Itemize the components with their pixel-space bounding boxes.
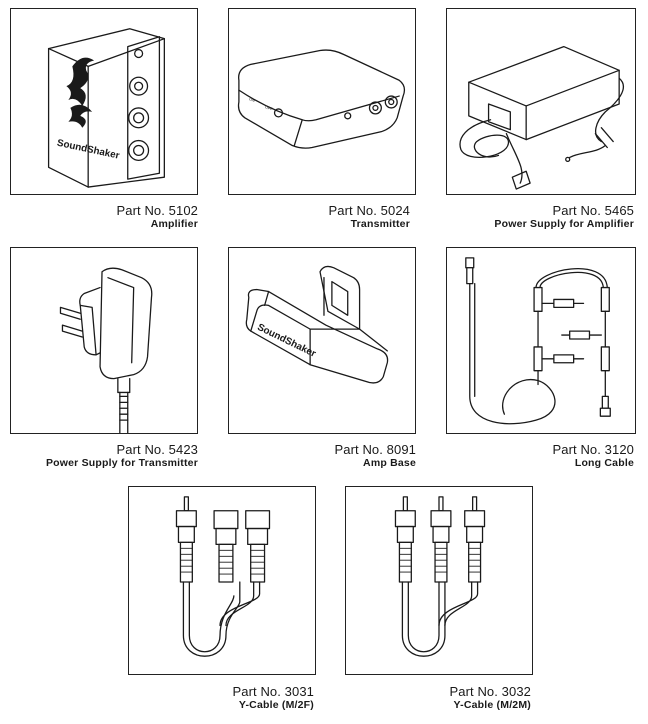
caption-5423: Part No. 5423 Power Supply for Transmitt… [10, 442, 198, 470]
caption-3032: Part No. 3032 Y-Cable (M/2M) [345, 684, 531, 712]
amp-base-illustration-frame: SoundShaker [228, 247, 416, 434]
y-cable-m2f-illustration-frame [128, 486, 316, 675]
transmitter-illustration-frame: ON OFF [228, 8, 416, 195]
caption-8091: Part No. 8091 Amp Base [228, 442, 416, 470]
caption-5024: Part No. 5024 Transmitter [228, 203, 410, 231]
amp-power-supply-illustration-frame [446, 8, 636, 195]
part-name: Amplifier [150, 218, 198, 230]
caption-5465: Part No. 5465 Power Supply for Amplifier [446, 203, 634, 231]
part-number: Part No. 5102 [116, 203, 198, 218]
part-number: Part No. 3120 [552, 442, 634, 457]
transmitter-power-supply-illustration [59, 267, 153, 433]
long-cable-illustration [465, 257, 611, 425]
svg-text:ON: ON [248, 96, 255, 103]
caption-3120: Part No. 3120 Long Cable [446, 442, 634, 470]
amp-base-illustration: SoundShaker [245, 265, 389, 384]
caption-3031: Part No. 3031 Y-Cable (M/2F) [128, 684, 314, 712]
amplifier-illustration-frame: SoundShaker [10, 8, 198, 195]
svg-text:OFF: OFF [264, 104, 274, 112]
part-name: Power Supply for Transmitter [45, 457, 198, 469]
y-cable-m2f-illustration [175, 496, 271, 657]
y-cable-m2m-illustration [394, 496, 486, 657]
part-number: Part No. 3032 [449, 684, 531, 699]
part-number: Part No. 8091 [334, 442, 416, 457]
part-name: Long Cable [574, 457, 634, 469]
transmitter-illustration: ON OFF [237, 49, 406, 149]
part-name: Y-Cable (M/2F) [238, 699, 314, 711]
part-name: Amp Base [363, 457, 416, 469]
part-number: Part No. 5465 [552, 203, 634, 218]
caption-5102: Part No. 5102 Amplifier [10, 203, 198, 231]
part-name: Power Supply for Amplifier [494, 218, 634, 230]
part-name: Y-Cable (M/2M) [453, 699, 531, 711]
amp-power-supply-illustration [459, 45, 625, 190]
part-number: Part No. 5024 [328, 203, 410, 218]
amplifier-illustration: SoundShaker [47, 28, 165, 188]
transmitter-power-supply-illustration-frame [10, 247, 198, 434]
long-cable-illustration-frame [446, 247, 636, 434]
part-number: Part No. 3031 [232, 684, 314, 699]
part-name: Transmitter [350, 218, 410, 230]
part-number: Part No. 5423 [116, 442, 198, 457]
y-cable-m2m-illustration-frame [345, 486, 533, 675]
